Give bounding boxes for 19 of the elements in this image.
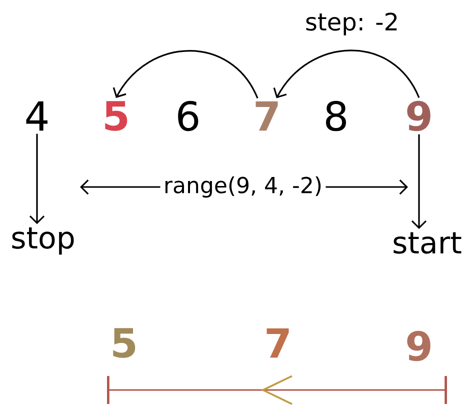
number: 4	[26, 101, 48, 131]
curved-arrow	[273, 50, 420, 98]
word-label: start	[394, 232, 462, 254]
arrow	[80, 179, 160, 195]
number: 5	[105, 101, 128, 131]
number: 7	[256, 101, 278, 131]
number: 9	[407, 330, 430, 362]
number: 9	[407, 100, 430, 132]
code-text: range(9, 4, -2)	[165, 176, 321, 198]
arrow	[29, 134, 45, 224]
number: 8	[326, 100, 346, 132]
curved-arrow	[112, 50, 258, 99]
number: 5	[113, 328, 136, 358]
number: 6	[178, 100, 198, 132]
arrow	[326, 179, 408, 195]
edge-label: step: -2	[304, 12, 400, 36]
number: 7	[266, 328, 289, 358]
word-label: stop	[12, 227, 74, 255]
arrow	[411, 134, 427, 230]
